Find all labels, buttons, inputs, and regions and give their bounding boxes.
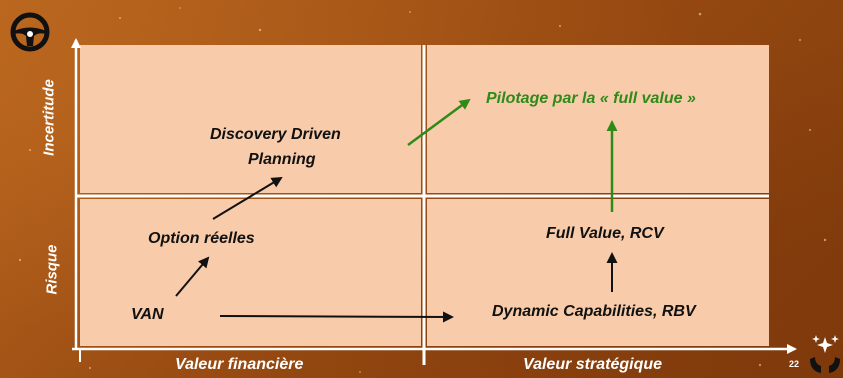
y-axis-label-risque: Risque [43, 244, 61, 295]
steering-wheel-icon [10, 12, 50, 52]
quadrant-bottom-right [427, 199, 769, 346]
quadrant-top-left [80, 45, 421, 193]
arrow-van-to-option [175, 256, 210, 297]
label-discovery-line1: Discovery Driven [210, 126, 341, 143]
quadrant-top-right [427, 45, 769, 193]
arrow-discovery-to-pilotage [407, 98, 471, 147]
hands-sparkles-icon [810, 335, 840, 373]
page-number: 22 [789, 359, 800, 369]
arrow-van-to-dynamic [219, 311, 454, 323]
arrow-option-to-discovery [212, 176, 283, 220]
x-axis-label-financiere: Valeur financière [175, 356, 304, 373]
label-van: VAN [131, 306, 164, 323]
label-pilotage: Pilotage par la « full value » [486, 90, 696, 107]
label-full-value-rcv: Full Value, RCV [546, 225, 664, 242]
label-discovery-line2: Planning [248, 151, 316, 168]
label-option-reelles: Option réelles [148, 230, 255, 247]
y-axis-label-incertitude: Incertitude [40, 79, 58, 156]
label-dynamic-capabilities: Dynamic Capabilities, RBV [492, 303, 696, 320]
quadrant-bottom-left [80, 199, 421, 346]
x-axis-label-strategique: Valeur stratégique [523, 356, 663, 373]
